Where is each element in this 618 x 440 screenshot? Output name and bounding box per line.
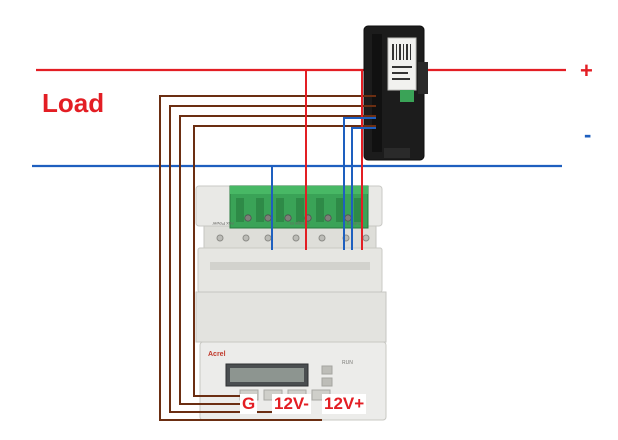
blue-sense-wire [343,117,376,250]
terminal-label-12v-plus: 12V+ [322,394,367,414]
run-text: RUN [342,360,353,366]
hall-current-sensor [363,25,428,161]
sensor-green-label [400,90,414,102]
positive-sign: + [580,58,593,83]
terminal-label-12v-minus: 12V- [272,394,311,414]
aux-power-text: Aux Power [212,221,234,226]
voltage-in-text: Voltage In [289,221,310,226]
terminal-label-g: G [240,394,258,414]
brand-text: Acrel [208,351,226,358]
signal-wire-harness [159,95,376,421]
load-label: Load [42,88,105,118]
current-text: Current [346,221,362,226]
negative-sign: - [584,122,592,147]
blue-sense-wire [351,127,376,250]
